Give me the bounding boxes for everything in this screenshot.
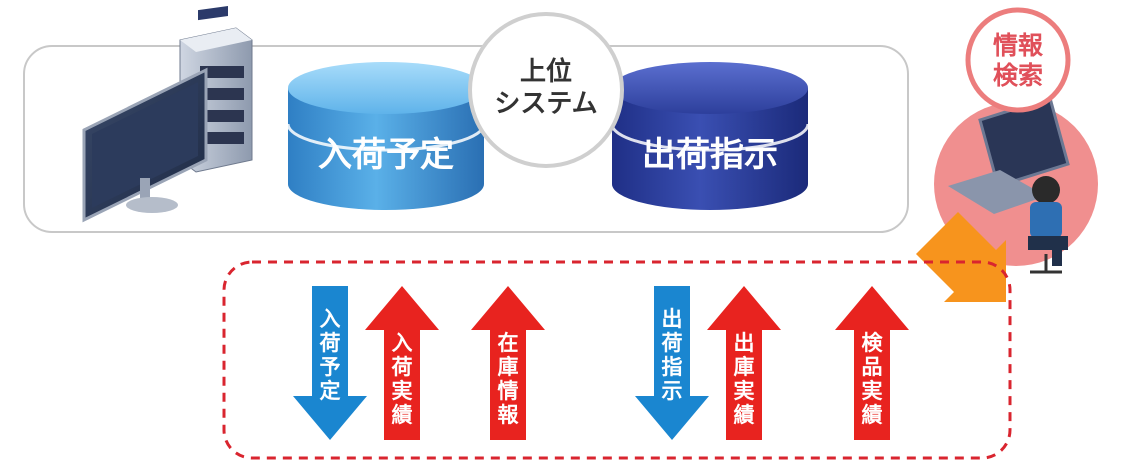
flow-arrow-up (471, 286, 545, 440)
flow-arrow-label: 検品実績 (862, 331, 884, 427)
database-incoming-schedule (286, 62, 486, 210)
flow-arrow-label: 入荷実績 (392, 331, 413, 427)
upper-system-label-2: システム (494, 89, 597, 119)
flow-arrow-up (707, 286, 781, 440)
flow-arrows: 入荷予定 入荷実績 在庫情報 出荷指示 出庫実績 検品実績 (293, 286, 909, 440)
flow-arrow-label: 入荷予定 (320, 307, 341, 403)
database-shipping-instruction (610, 62, 810, 210)
info-search-illustration (934, 96, 1098, 274)
flow-arrow-up (835, 286, 909, 440)
flow-arrow-label: 出荷指示 (662, 307, 683, 403)
flow-arrow-label: 出庫実績 (734, 331, 755, 427)
database-right-label: 出荷指示 (642, 135, 778, 175)
info-search-label-2: 検索 (993, 61, 1043, 90)
flow-arrow-down (293, 286, 367, 440)
info-search-bubble (965, 7, 1071, 113)
upper-system-label-1: 上位 (520, 56, 572, 87)
search-direction-arrow (916, 212, 1006, 302)
flow-arrow-label: 在庫情報 (498, 331, 520, 427)
info-search-label-1: 情報 (993, 31, 1044, 60)
database-left-label: 入荷予定 (318, 135, 454, 175)
flow-arrow-down (635, 286, 709, 440)
server-monitor-icon (82, 5, 253, 223)
flow-arrow-up (365, 286, 439, 440)
upper-system-circle (468, 12, 624, 168)
